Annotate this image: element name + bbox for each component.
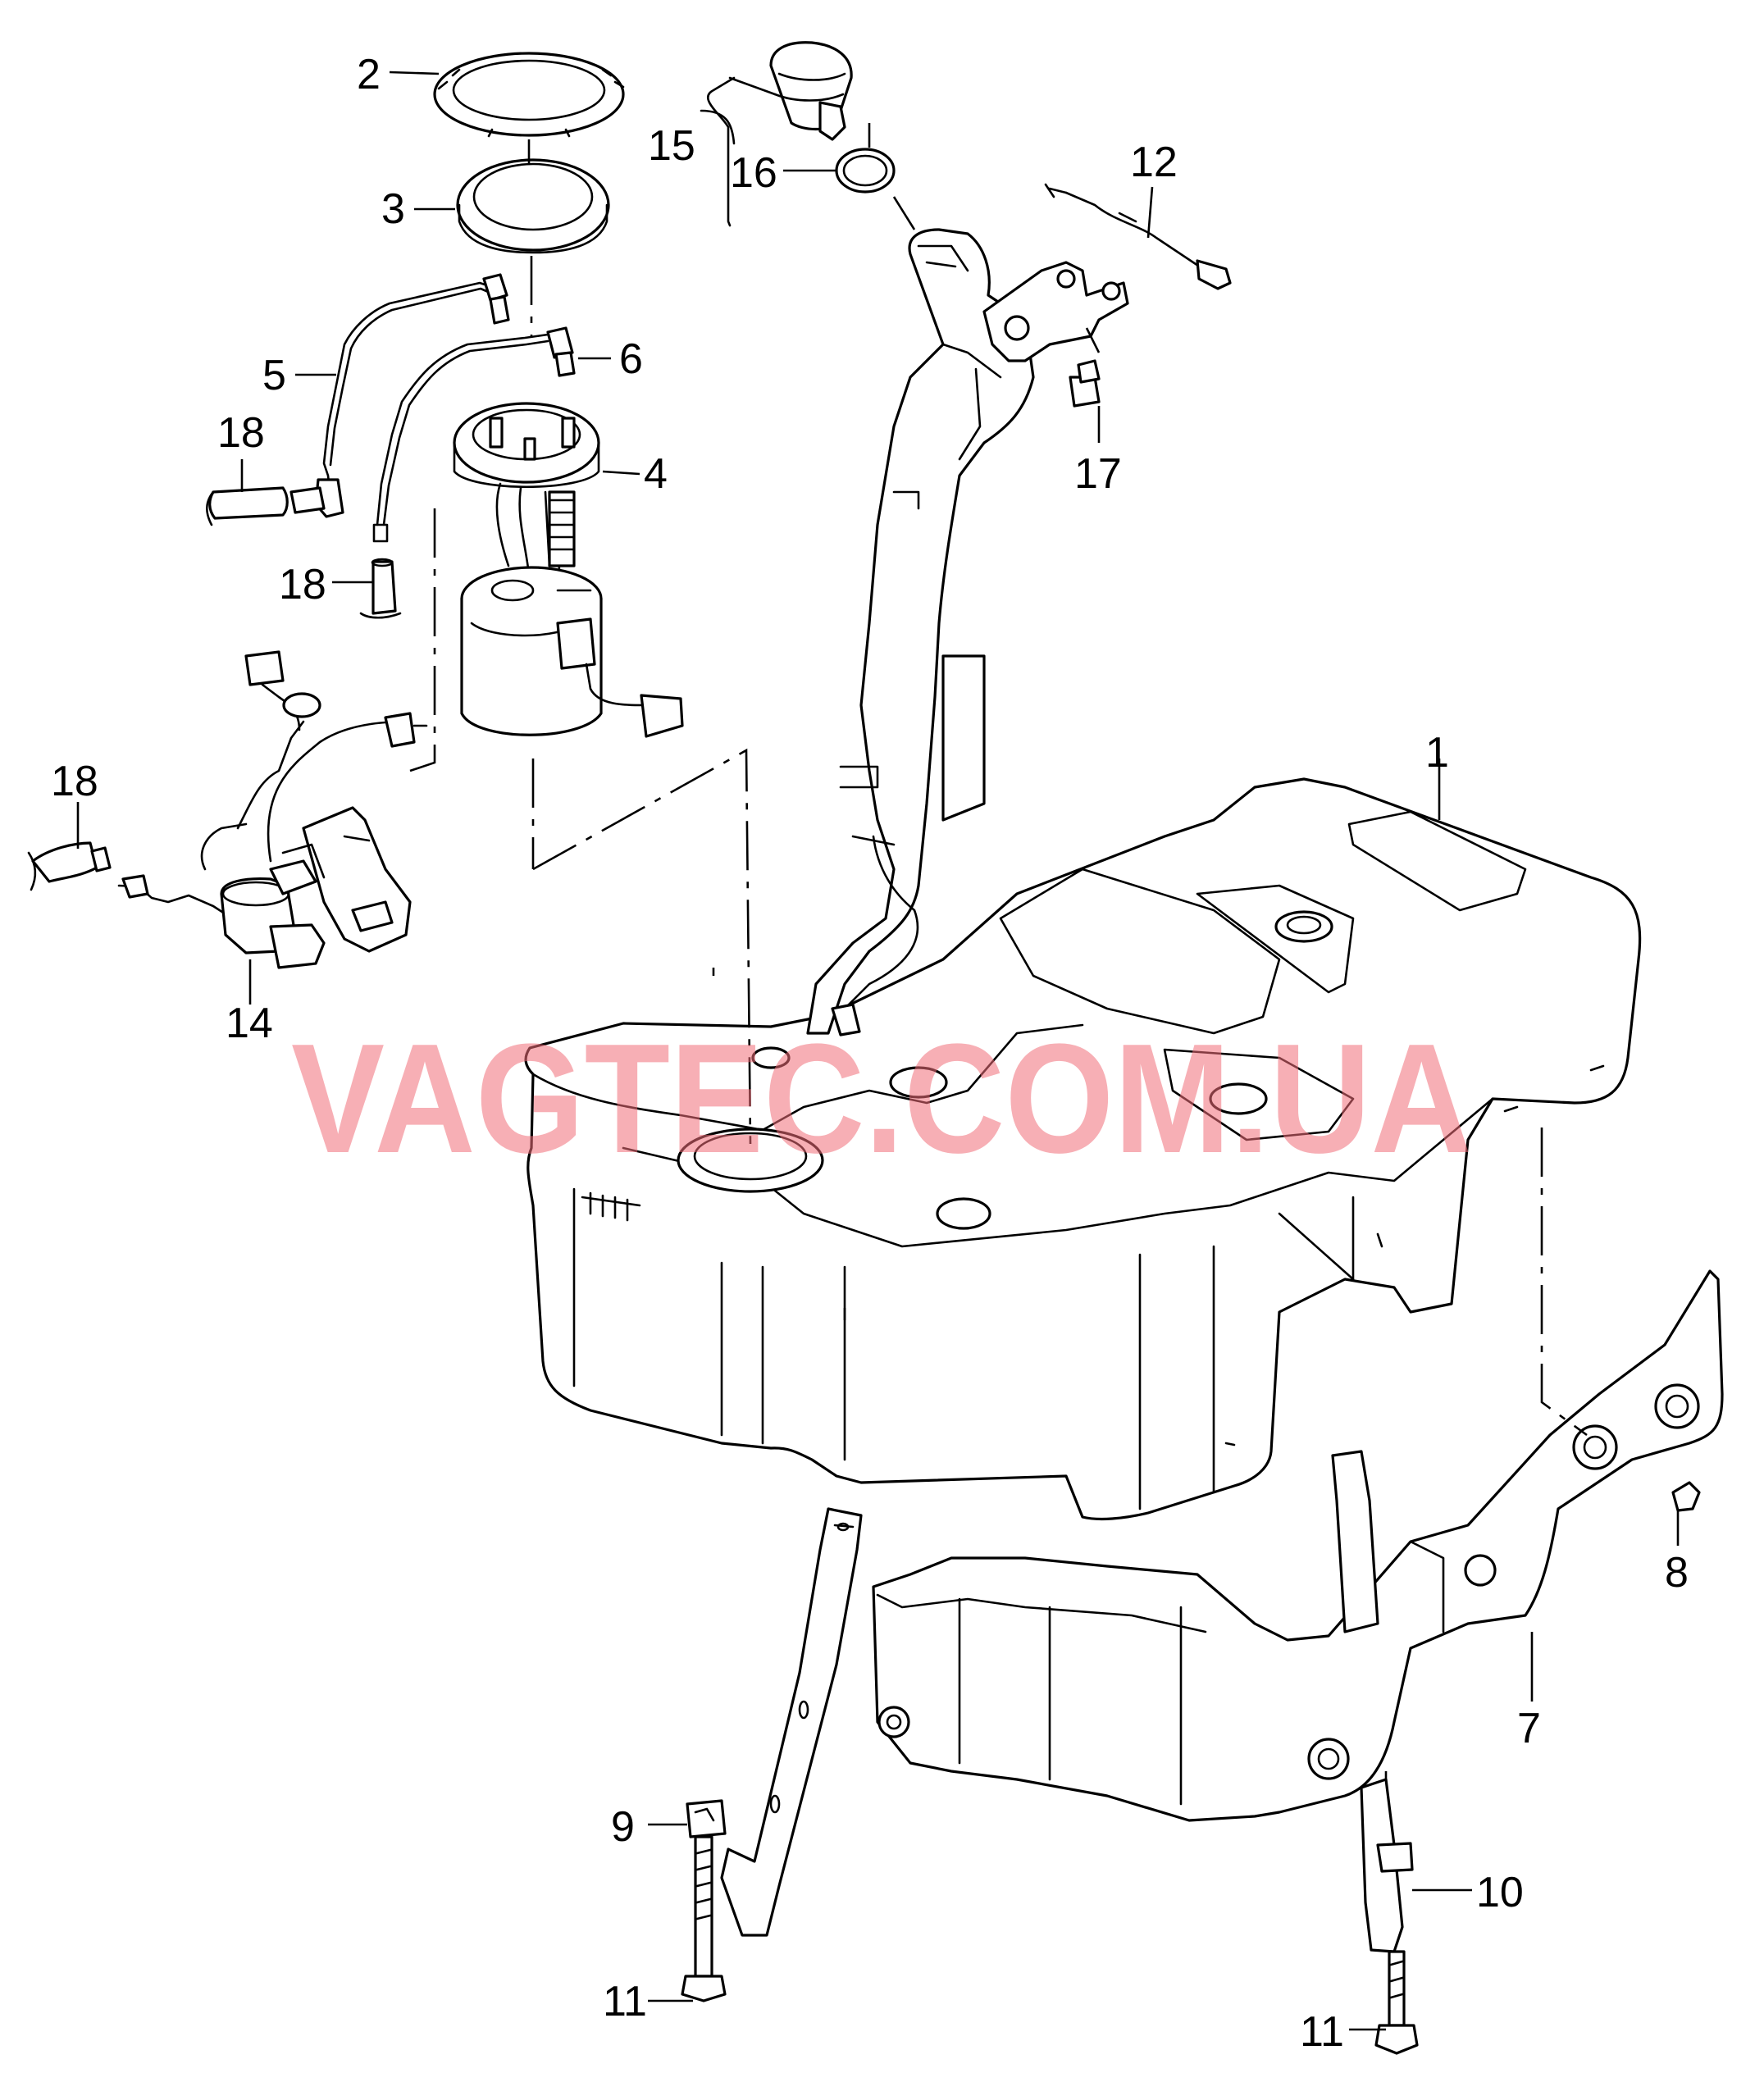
fuel-pump: [453, 402, 684, 738]
callout-15: 15: [648, 122, 695, 170]
callout-14: 14: [226, 1000, 273, 1047]
filler-cap: [769, 41, 853, 141]
fuel-line-6: [372, 326, 576, 543]
callout-5: 5: [262, 352, 286, 399]
callout-18-middle: 18: [279, 561, 326, 608]
callout-leaders: [76, 71, 1680, 2031]
callout-11-right: 11: [1300, 2008, 1344, 2056]
tank-strap-right: [1331, 1450, 1414, 1953]
filler-cap-seal: [835, 148, 896, 194]
callout-12: 12: [1130, 139, 1178, 186]
fuel-line-5: [289, 273, 510, 518]
bolt-right: [1374, 1950, 1419, 2055]
fuel-tank: [524, 777, 1642, 1521]
clip-nut: [686, 1799, 727, 1838]
heat-shield: [872, 1269, 1724, 1822]
filler-neck: [806, 228, 1035, 1036]
callout-10: 10: [1476, 1869, 1524, 1916]
clip-washer: [1671, 1481, 1701, 1512]
callout-11-left: 11: [603, 1978, 647, 2025]
sensor-wire: [1044, 183, 1232, 290]
callout-1: 1: [1425, 729, 1449, 777]
bracket-bolt: [1069, 359, 1101, 408]
valve-unit: [117, 650, 428, 969]
hose-18-top: [205, 486, 289, 526]
callout-18-left: 18: [51, 758, 98, 805]
hose-18-middle: [359, 558, 402, 619]
callout-17: 17: [1074, 450, 1122, 498]
filler-neck-bracket: [982, 261, 1129, 362]
callout-labels: 1 2 3 4 5 6 7 8 9 10 11 11 12 14 15 16 1…: [51, 51, 1689, 2056]
locking-ring: [433, 52, 625, 138]
callout-7: 7: [1517, 1705, 1541, 1752]
callout-16: 16: [730, 149, 777, 197]
hose-18-left: [27, 841, 112, 891]
watermark: VAGTEC.COM.UA: [291, 1012, 1472, 1186]
callout-4: 4: [644, 450, 668, 498]
seal-ring: [456, 158, 610, 254]
callout-2: 2: [357, 51, 381, 98]
callout-8: 8: [1665, 1549, 1689, 1597]
bolt-left: [681, 1835, 727, 2002]
callout-3: 3: [381, 185, 405, 233]
callout-9: 9: [611, 1803, 635, 1851]
tank-strap-left: [720, 1507, 863, 1937]
assembly-guide-lines: [409, 123, 1588, 1779]
callout-6: 6: [619, 335, 643, 383]
callout-18-top: 18: [217, 409, 265, 457]
